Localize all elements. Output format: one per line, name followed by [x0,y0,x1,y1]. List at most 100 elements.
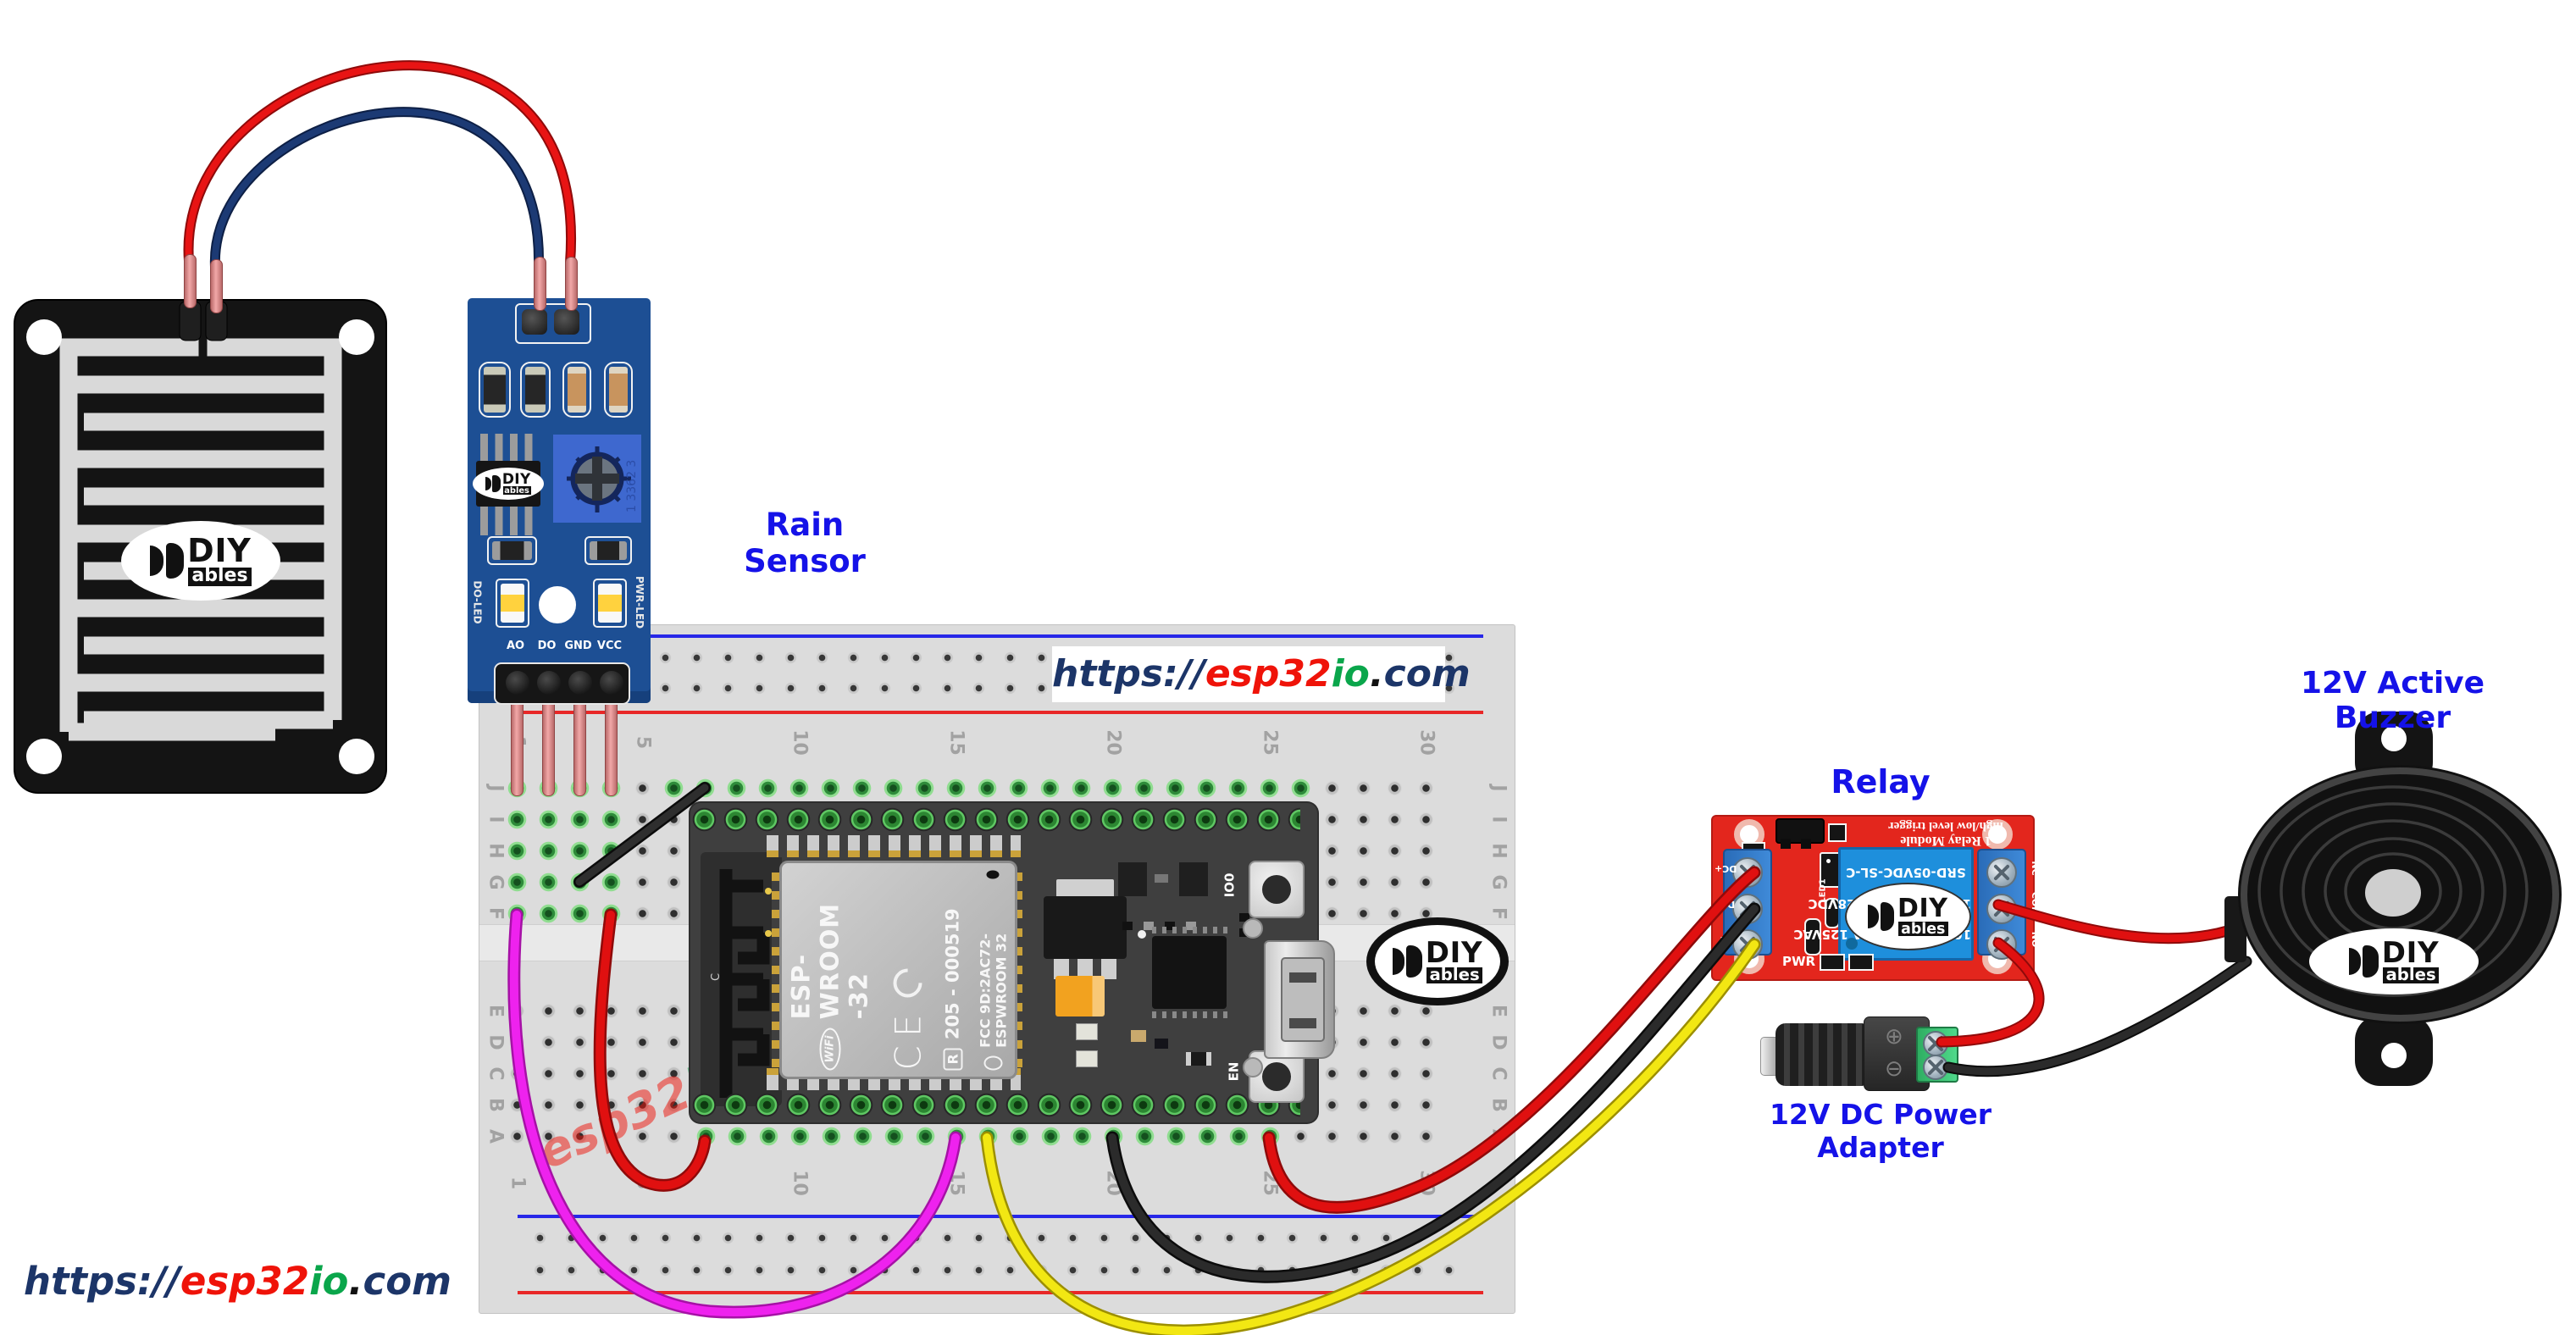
wire-red-panel-to-module [183,60,577,268]
pin-label: DO [537,640,557,652]
smd-resistor [520,362,551,418]
mounting-hole [2381,1043,2407,1068]
pin-label: GND [564,640,592,652]
green-holes-row-j [658,773,1316,804]
diyables-icon [2348,944,2379,978]
silk-resistor [1820,954,1845,971]
url-io: io [309,1259,349,1304]
header-pin [554,309,579,335]
module-pin-ao [511,696,524,796]
diyables-ables-text: ables [502,485,531,496]
terminal-screw[interactable] [1986,857,2017,888]
diyables-diy-text: DIY [1897,893,1948,923]
jumper-pin [1801,839,1811,849]
smd-part [1186,1052,1211,1066]
diyables-ables-text: ables [1426,967,1483,984]
smd-ic [1118,862,1147,896]
mounting-hole [1982,819,2013,850]
pin1-dot [1138,930,1146,939]
ic-pins-bottom [1152,1011,1230,1018]
wire-black-adapter-to-buzzer [1942,956,2252,1077]
jumper-pin [1781,839,1791,849]
diyables-diy-text: DIY [2381,935,2440,970]
smd-part [1165,922,1175,930]
module-top-header [515,303,591,344]
module-pin-gnd [573,696,586,796]
regulator-leg [1101,959,1116,979]
regulator-tab [1056,879,1114,898]
diyables-icon [485,475,501,492]
gold-pads-left [772,872,779,1067]
pwr-led-label: PWR-LED [634,575,646,629]
mounting-pad [1243,918,1263,939]
wire-sleeve [210,259,223,313]
pwr-label: PWR [1782,954,1816,969]
footer-url: https://esp32io.com [24,1259,451,1304]
url-com: com [1383,652,1471,695]
smd-part [1131,1030,1146,1042]
gold-pads-right [1015,872,1022,1067]
diyables-diy-text: DIY [1425,935,1483,970]
mounting-hole [26,319,62,355]
module-pin-vcc [605,696,618,796]
mounting-hole [339,319,374,355]
wire-sleeve [534,257,546,311]
wire-black-to-relay-dcminus [1105,902,1761,1283]
main-ic [1152,936,1227,1009]
voltage-regulator [1044,896,1127,959]
gold-dot [765,930,772,937]
io0-button[interactable] [1249,861,1305,918]
trimpot-code: 1 3362 3 [625,460,639,512]
module-bottom-header [494,662,630,705]
gold-pads-top [767,850,1021,857]
power-adapter-label: 12V DC Power Adapter [1769,1098,1992,1164]
smd-ic [1179,862,1208,896]
diyables-ables-text: ables [188,567,252,586]
buzzer-label: 12V Active Buzzer [2300,666,2485,735]
wire-sleeve [565,257,578,311]
wire-yellow-to-relay-in [980,938,1761,1335]
wire-red-com-to-buzzer [1992,899,2251,944]
ic-pins-top [1152,927,1230,933]
header-pin [522,309,547,335]
mounting-hole [26,739,62,774]
silk-diode [1804,918,1821,956]
url-io: io [1331,652,1370,695]
smd-part [1155,874,1168,883]
gold-dot [765,888,772,895]
do-led [496,579,529,628]
module-mounting-hole [539,586,576,623]
smd-part [1076,1050,1098,1067]
url-esp32: esp32 [1205,652,1332,695]
green-holes-module-columns [501,773,627,929]
diyables-diy-text: DIY [501,470,531,488]
url-protocol: https:// [1052,652,1205,695]
smd-part [1239,913,1249,922]
micro-usb-port[interactable] [1264,940,1335,1059]
mounting-hole [339,739,374,774]
diyables-ables-text: ables [1897,922,1948,937]
top-rail-negative-line [518,634,1483,638]
regulator-leg [1077,959,1093,979]
smd-part [1155,1039,1168,1049]
ic-legs-bottom [480,507,533,535]
diyables-ables-text: ables [2382,967,2440,984]
silk-component [1828,823,1847,842]
bottom-rail-holes-row1 [524,1222,1473,1249]
do-led-label: DO-LED [471,580,484,624]
wire-black-jumper-gnd [573,782,711,888]
solder-pads-top [767,835,1021,850]
minus-symbol: ⊖ [1885,1056,1903,1082]
buzzer [2224,712,2562,1086]
buzzer-center-hole [2365,869,2421,917]
top-rail-positive-line [518,711,1483,714]
wire-red-no-to-adapter [1936,937,2045,1048]
mounting-pad [1243,1057,1263,1077]
url-com: com [363,1259,451,1304]
smd-resistor [479,362,511,418]
